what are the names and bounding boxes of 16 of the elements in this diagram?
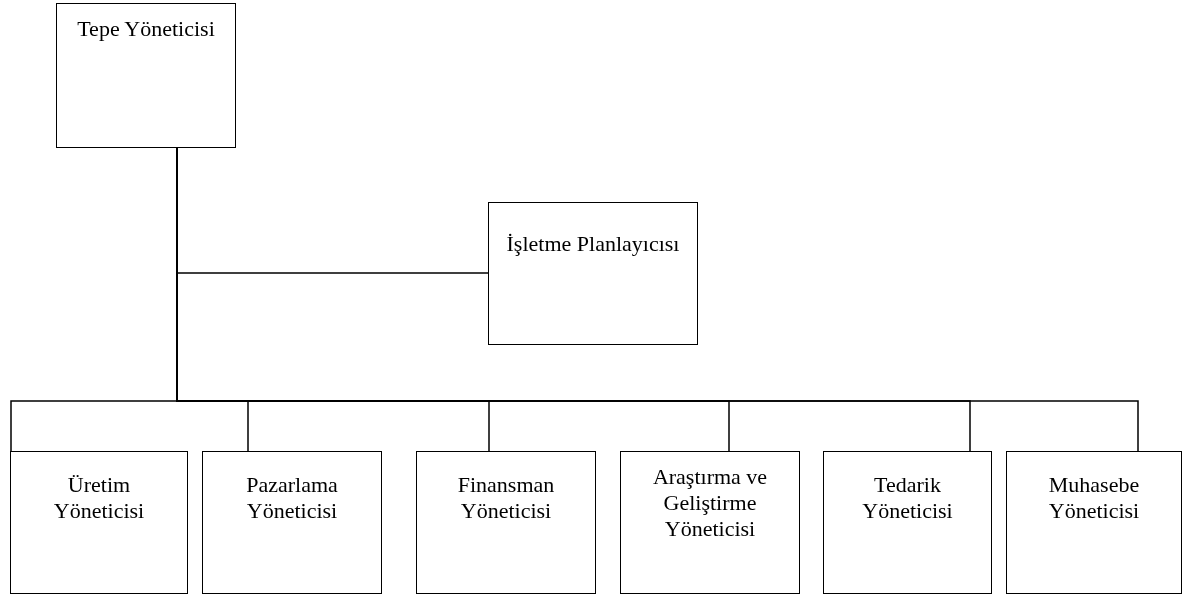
role-label: Üretim Yöneticisi — [52, 472, 146, 524]
role-label: Tedarik Yöneticisi — [861, 472, 954, 524]
org-box — [10, 451, 188, 594]
role-label: Finansman Yöneticisi — [456, 472, 556, 524]
role-label: Pazarlama Yöneticisi — [245, 472, 339, 524]
org-box — [620, 451, 800, 594]
role-label: Muhasebe Yöneticisi — [1047, 472, 1141, 524]
role-label: Araştırma ve Geliştirme Yöneticisi — [651, 464, 769, 542]
role-label: İşletme Planlayıcısı — [506, 231, 680, 257]
org-box — [202, 451, 382, 594]
org-box — [416, 451, 596, 594]
org-box — [488, 202, 698, 345]
org-box — [56, 3, 236, 148]
org-box — [1006, 451, 1182, 594]
role-label: Tepe Yöneticisi — [77, 16, 215, 42]
org-box — [823, 451, 992, 594]
